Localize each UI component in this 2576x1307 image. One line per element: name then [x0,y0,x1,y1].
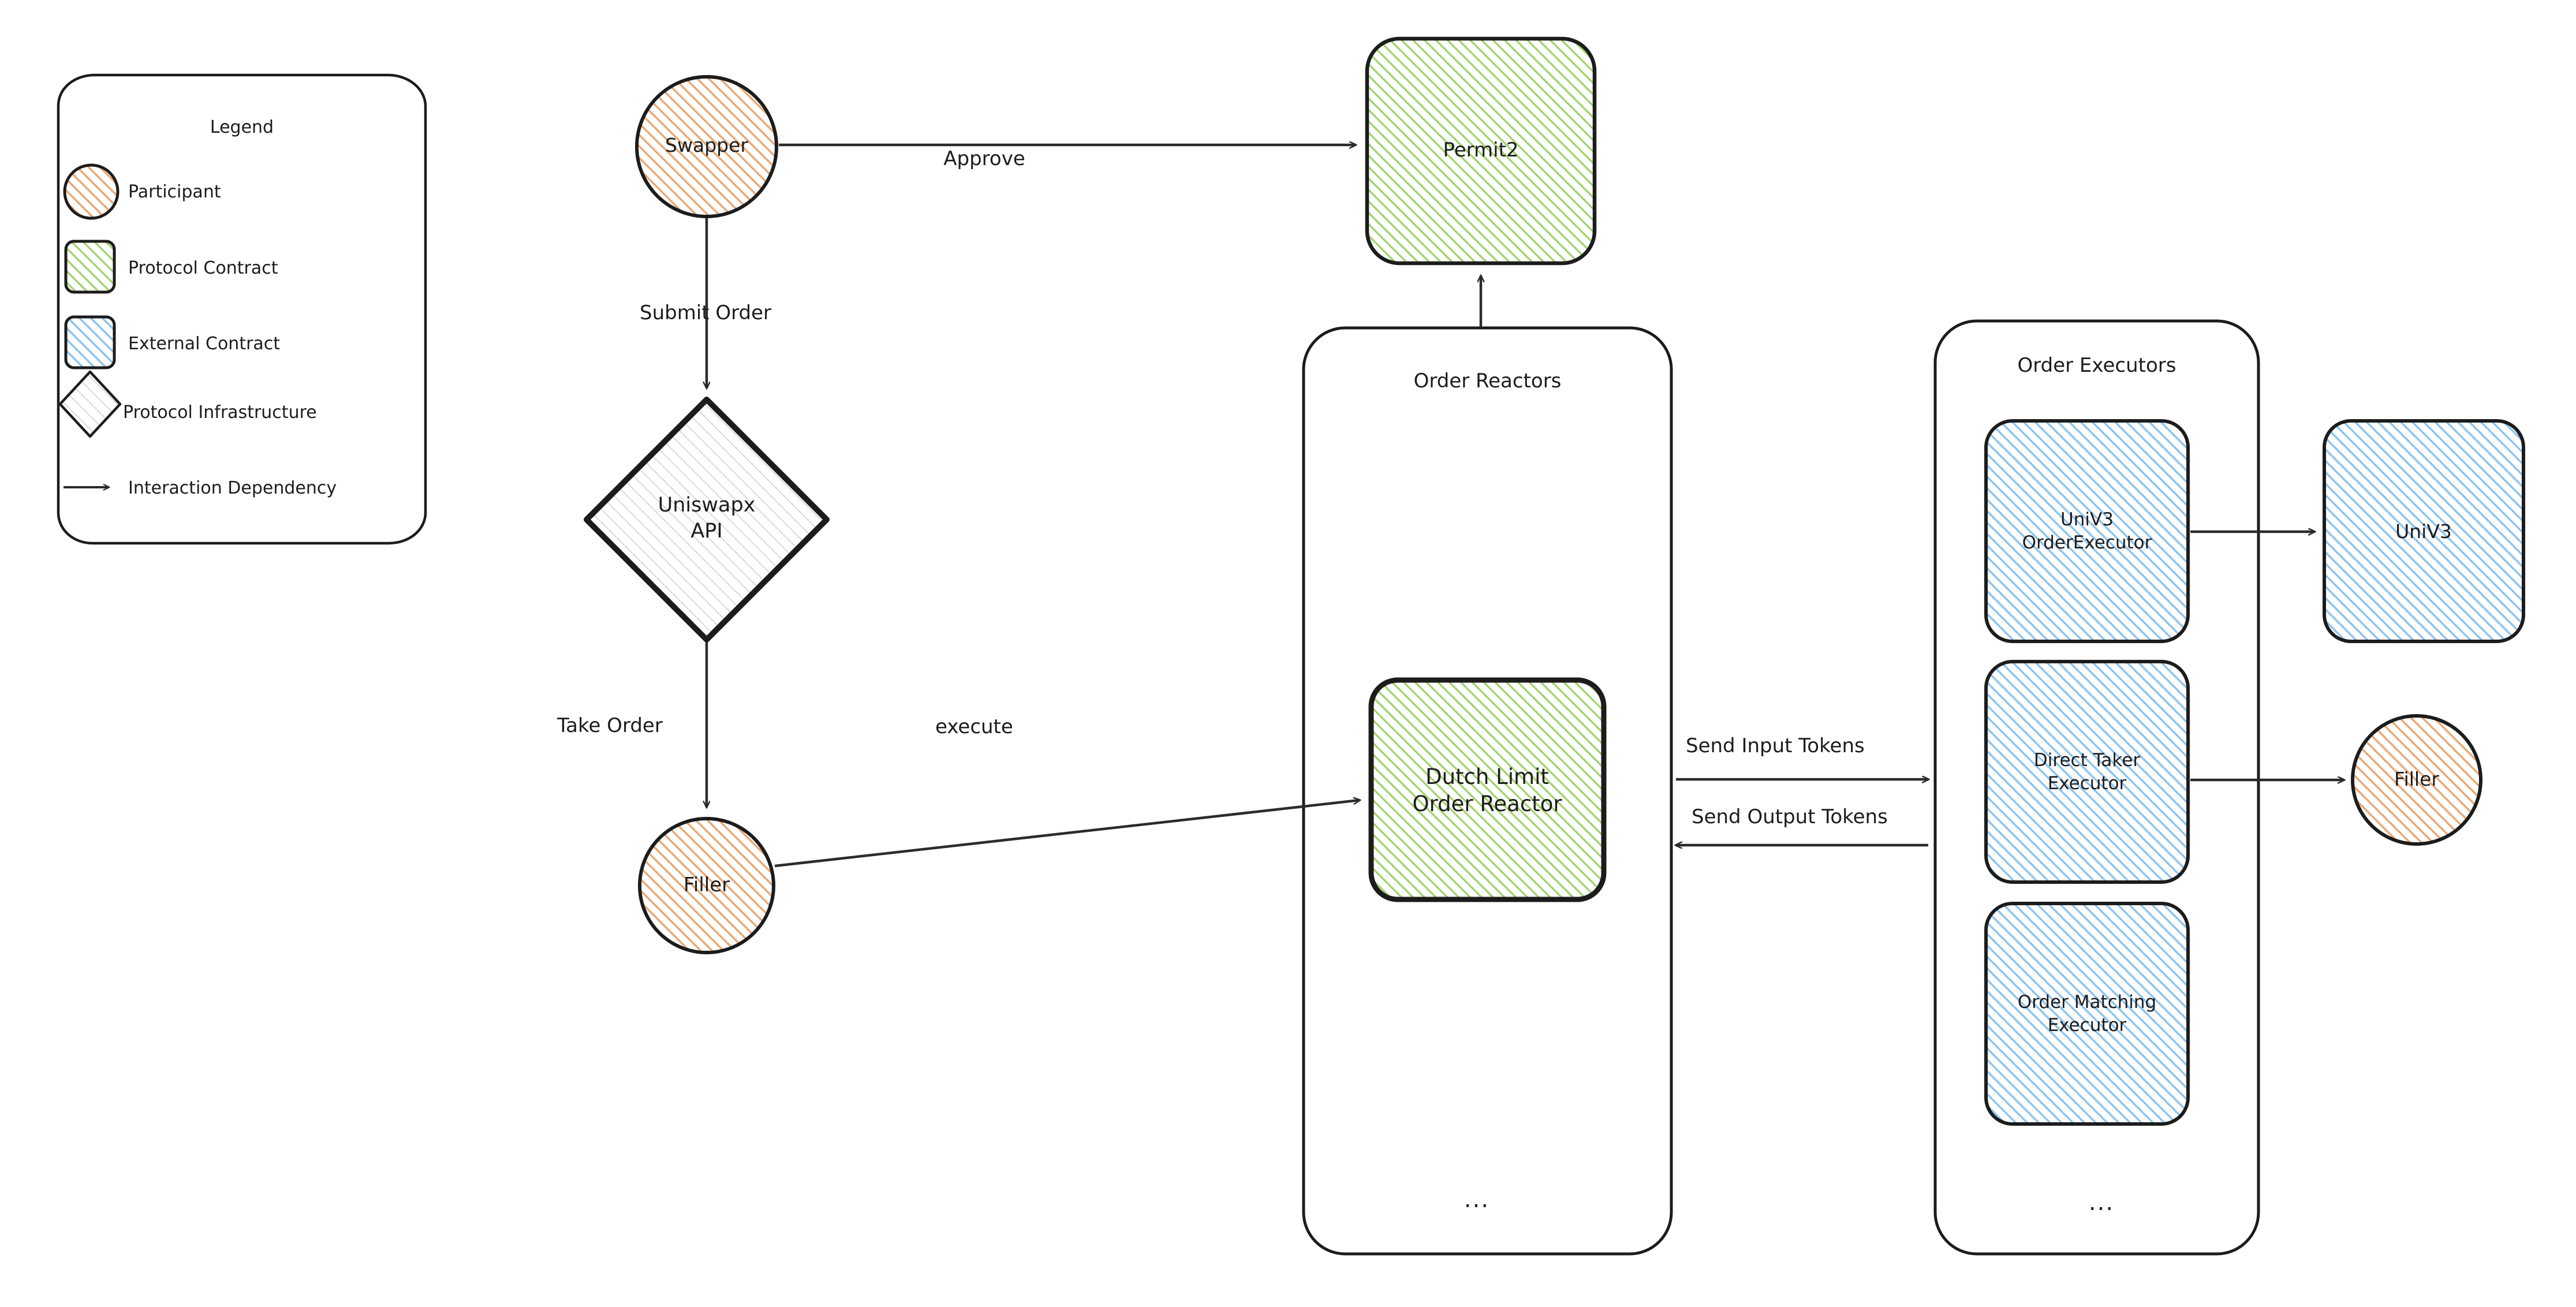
legend-swatch-participant [63,163,120,220]
legend-swatch-infrastructure [58,370,122,438]
legend-box [57,73,427,545]
edge-label-send-output-tokens: Send Output Tokens [1692,805,1888,828]
edge-label-execute: execute [935,715,1013,738]
node-univ3-executor-shape[interactable] [1984,419,2190,643]
edge-label-submit-order: Submit Order [640,301,772,324]
edge-label-take-order: Take Order [557,714,663,737]
group-order-reactors-title: Order Reactors [1413,369,1562,393]
edge-label-send-input-tokens: Send Input Tokens [1686,734,1865,757]
node-direct-taker-shape[interactable] [1984,660,2190,884]
group-order-executors-ellipsis: ... [2088,1189,2115,1216]
legend-item-protocol-contract-label: Protocol Contract [128,258,278,278]
node-permit2-shape[interactable] [1365,36,1597,266]
node-filler-right-shape[interactable] [2351,714,2482,846]
node-univ3-shape[interactable] [2323,419,2525,643]
node-dutch-reactor-shape[interactable] [1368,677,1607,902]
legend-item-external-contract-label: External Contract [128,334,281,354]
group-order-executors-title: Order Executors [2017,354,2176,377]
legend-swatch-protocol-contract [64,240,116,294]
legend-swatch-external-contract [64,315,116,369]
group-order-reactors-ellipsis: ... [1464,1186,1490,1213]
legend-item-arrow-label: Interaction Dependency [128,478,337,498]
legend-item-infrastructure-label: Protocol Infrastructure [123,402,317,423]
legend-title: Legend [210,117,274,137]
edge-label-approve: Approve [943,147,1025,170]
node-uniswapx-api-shape[interactable] [584,397,830,643]
edge-filler-reactor [774,800,1360,868]
node-filler-left-shape[interactable] [638,817,775,954]
legend-item-participant-label: Participant [128,182,221,202]
node-swapper-shape[interactable] [635,75,778,218]
node-order-matching-shape[interactable] [1984,902,2190,1126]
